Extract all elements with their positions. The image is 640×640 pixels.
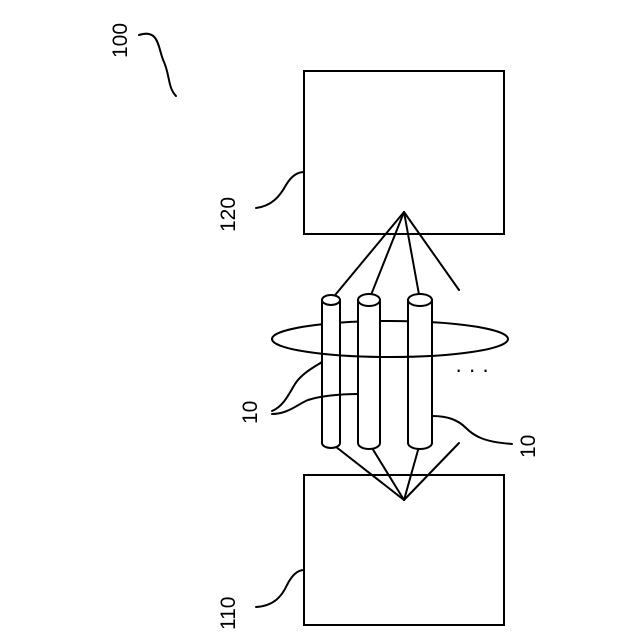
leader-10-left-b: [272, 394, 358, 414]
leader-120: [256, 172, 304, 208]
leader-100: [139, 34, 176, 96]
rod-2: [358, 294, 380, 449]
label-10-right: 10: [517, 435, 540, 458]
label-110: 110: [217, 597, 240, 630]
box-120: [304, 71, 504, 234]
rod-3: [408, 294, 432, 449]
rod-1: [322, 295, 340, 448]
leader-10-right: [432, 416, 512, 444]
label-100: 100: [109, 23, 132, 58]
bundle-ellipse-back: [272, 321, 508, 339]
bundle-ellipse-front: [272, 339, 508, 357]
label-120: 120: [217, 197, 240, 232]
label-10-left: 10: [239, 401, 262, 424]
continuation-dots: · · ·: [455, 357, 489, 382]
leader-10-left-a: [272, 362, 322, 411]
leader-110: [256, 570, 304, 607]
